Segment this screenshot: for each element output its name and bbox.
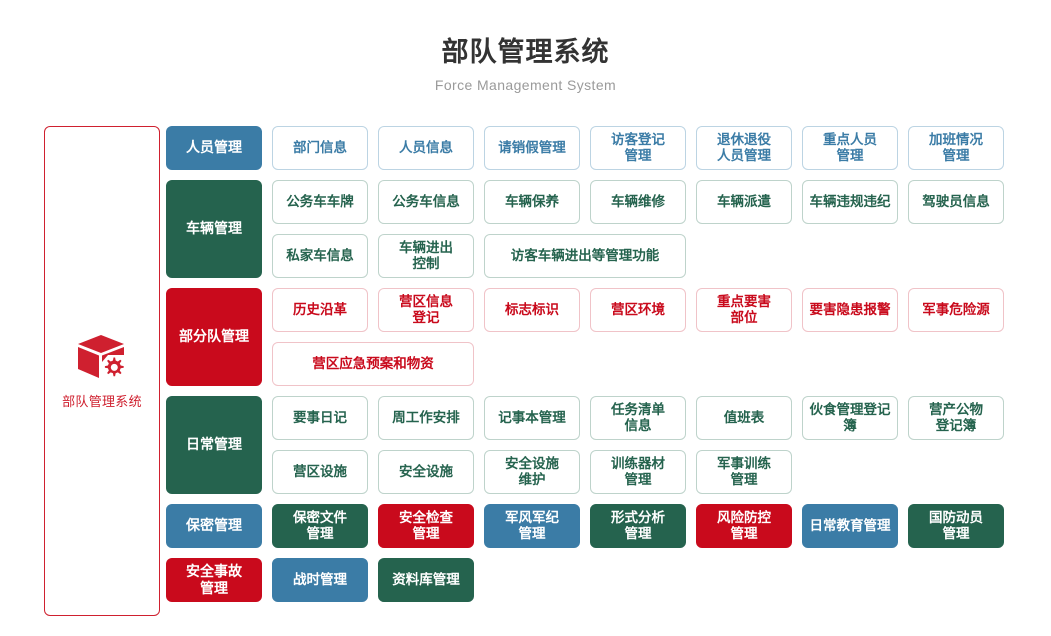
module-tile[interactable]: 部门信息 bbox=[272, 126, 368, 170]
module-tile[interactable]: 驾驶员信息 bbox=[908, 180, 1004, 224]
module-tile[interactable]: 安全设施 bbox=[378, 450, 474, 494]
tile-group: 战时管理资料库管理 bbox=[272, 558, 1051, 602]
module-tile[interactable]: 营区环境 bbox=[590, 288, 686, 332]
module-tile[interactable]: 要害隐患报警 bbox=[802, 288, 898, 332]
tile-line: 战时管理资料库管理 bbox=[272, 558, 1051, 602]
page-content: 部队管理系统 人员管理部门信息人员信息请销假管理访客登记管理退休退役人员管理重点… bbox=[0, 126, 1051, 616]
module-row: 安全事故管理战时管理资料库管理 bbox=[166, 558, 1051, 602]
module-tile[interactable]: 车辆进出控制 bbox=[378, 234, 474, 278]
module-tile[interactable]: 任务清单信息 bbox=[590, 396, 686, 440]
module-tile[interactable]: 资料库管理 bbox=[378, 558, 474, 602]
category-tile[interactable]: 部分队管理 bbox=[166, 288, 262, 386]
tile-group: 保密文件管理安全检查管理军风军纪管理形式分析管理风险防控管理日常教育管理国防动员… bbox=[272, 504, 1051, 548]
module-tile[interactable]: 退休退役人员管理 bbox=[696, 126, 792, 170]
module-tile[interactable]: 车辆维修 bbox=[590, 180, 686, 224]
cube-gear-icon bbox=[75, 333, 129, 383]
module-tile[interactable]: 车辆派遣 bbox=[696, 180, 792, 224]
sidebar-panel[interactable]: 部队管理系统 bbox=[44, 126, 160, 616]
module-tile[interactable]: 军风军纪管理 bbox=[484, 504, 580, 548]
module-tile[interactable]: 公务车信息 bbox=[378, 180, 474, 224]
tile-line: 历史沿革营区信息登记标志标识营区环境重点要害部位要害隐患报警军事危险源 bbox=[272, 288, 1051, 332]
module-tile[interactable]: 值班表 bbox=[696, 396, 792, 440]
tile-group: 要事日记周工作安排记事本管理任务清单信息值班表伙食管理登记簿营产公物登记簿营区设… bbox=[272, 396, 1051, 494]
module-tile[interactable]: 伙食管理登记簿 bbox=[802, 396, 898, 440]
module-row: 部分队管理历史沿革营区信息登记标志标识营区环境重点要害部位要害隐患报警军事危险源… bbox=[166, 288, 1051, 386]
module-tile[interactable]: 营产公物登记簿 bbox=[908, 396, 1004, 440]
category-tile[interactable]: 日常管理 bbox=[166, 396, 262, 494]
module-tile[interactable]: 访客登记管理 bbox=[590, 126, 686, 170]
category-tile[interactable]: 车辆管理 bbox=[166, 180, 262, 278]
module-row: 车辆管理公务车车牌公务车信息车辆保养车辆维修车辆派遣车辆违规违纪驾驶员信息私家车… bbox=[166, 180, 1051, 278]
tile-line: 部门信息人员信息请销假管理访客登记管理退休退役人员管理重点人员管理加班情况管理 bbox=[272, 126, 1051, 170]
category-tile[interactable]: 安全事故管理 bbox=[166, 558, 262, 602]
module-tile[interactable]: 安全设施维护 bbox=[484, 450, 580, 494]
tile-line: 保密文件管理安全检查管理军风军纪管理形式分析管理风险防控管理日常教育管理国防动员… bbox=[272, 504, 1051, 548]
module-row: 保密管理保密文件管理安全检查管理军风军纪管理形式分析管理风险防控管理日常教育管理… bbox=[166, 504, 1051, 548]
module-row: 日常管理要事日记周工作安排记事本管理任务清单信息值班表伙食管理登记簿营产公物登记… bbox=[166, 396, 1051, 494]
module-tile[interactable]: 风险防控管理 bbox=[696, 504, 792, 548]
tile-group: 历史沿革营区信息登记标志标识营区环境重点要害部位要害隐患报警军事危险源营区应急预… bbox=[272, 288, 1051, 386]
module-tile[interactable]: 国防动员管理 bbox=[908, 504, 1004, 548]
module-tile[interactable]: 重点人员管理 bbox=[802, 126, 898, 170]
tile-line: 公务车车牌公务车信息车辆保养车辆维修车辆派遣车辆违规违纪驾驶员信息 bbox=[272, 180, 1051, 224]
tile-line: 营区设施安全设施安全设施维护训练器材管理军事训练管理 bbox=[272, 450, 1051, 494]
module-tile[interactable]: 训练器材管理 bbox=[590, 450, 686, 494]
module-tile[interactable]: 营区信息登记 bbox=[378, 288, 474, 332]
page-subtitle: Force Management System bbox=[434, 76, 617, 93]
tile-line: 营区应急预案和物资 bbox=[272, 342, 1051, 386]
module-tile[interactable]: 军事危险源 bbox=[908, 288, 1004, 332]
module-tile[interactable]: 营区应急预案和物资 bbox=[272, 342, 474, 386]
module-grid: 人员管理部门信息人员信息请销假管理访客登记管理退休退役人员管理重点人员管理加班情… bbox=[166, 126, 1051, 602]
page-header: 部队管理系统 Force Management System bbox=[0, 0, 1051, 93]
module-tile[interactable]: 车辆保养 bbox=[484, 180, 580, 224]
module-tile[interactable]: 人员信息 bbox=[378, 126, 474, 170]
module-row: 人员管理部门信息人员信息请销假管理访客登记管理退休退役人员管理重点人员管理加班情… bbox=[166, 126, 1051, 170]
module-tile[interactable]: 标志标识 bbox=[484, 288, 580, 332]
module-tile[interactable]: 安全检查管理 bbox=[378, 504, 474, 548]
category-tile[interactable]: 保密管理 bbox=[166, 504, 262, 548]
module-tile[interactable]: 要事日记 bbox=[272, 396, 368, 440]
tile-group: 公务车车牌公务车信息车辆保养车辆维修车辆派遣车辆违规违纪驾驶员信息私家车信息车辆… bbox=[272, 180, 1051, 278]
tile-line: 私家车信息车辆进出控制访客车辆进出等管理功能 bbox=[272, 234, 1051, 278]
module-tile[interactable]: 请销假管理 bbox=[484, 126, 580, 170]
page-title: 部队管理系统 bbox=[441, 37, 610, 67]
module-tile[interactable]: 公务车车牌 bbox=[272, 180, 368, 224]
module-tile[interactable]: 重点要害部位 bbox=[696, 288, 792, 332]
module-tile[interactable]: 加班情况管理 bbox=[908, 126, 1004, 170]
module-tile[interactable]: 军事训练管理 bbox=[696, 450, 792, 494]
module-tile[interactable]: 形式分析管理 bbox=[590, 504, 686, 548]
module-tile[interactable]: 日常教育管理 bbox=[802, 504, 898, 548]
module-tile[interactable]: 保密文件管理 bbox=[272, 504, 368, 548]
module-tile[interactable]: 周工作安排 bbox=[378, 396, 474, 440]
module-tile[interactable]: 车辆违规违纪 bbox=[802, 180, 898, 224]
module-tile[interactable]: 战时管理 bbox=[272, 558, 368, 602]
category-tile[interactable]: 人员管理 bbox=[166, 126, 262, 170]
module-tile[interactable]: 历史沿革 bbox=[272, 288, 368, 332]
module-tile[interactable]: 营区设施 bbox=[272, 450, 368, 494]
module-tile[interactable]: 私家车信息 bbox=[272, 234, 368, 278]
module-tile[interactable]: 访客车辆进出等管理功能 bbox=[484, 234, 686, 278]
tile-group: 部门信息人员信息请销假管理访客登记管理退休退役人员管理重点人员管理加班情况管理 bbox=[272, 126, 1051, 170]
tile-line: 要事日记周工作安排记事本管理任务清单信息值班表伙食管理登记簿营产公物登记簿 bbox=[272, 396, 1051, 440]
sidebar-logo-label: 部队管理系统 bbox=[62, 393, 142, 409]
module-tile[interactable]: 记事本管理 bbox=[484, 396, 580, 440]
